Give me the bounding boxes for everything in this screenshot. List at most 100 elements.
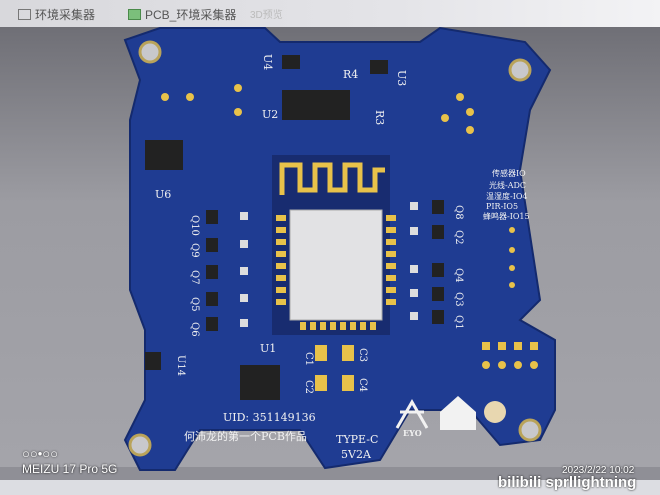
svg-text:Q9: Q9 — [189, 243, 200, 258]
mounting-holes — [128, 40, 542, 457]
svg-text:Q10: Q10 — [189, 215, 200, 236]
esp-pad — [386, 263, 396, 269]
esp-pad — [300, 322, 306, 330]
svg-text:Q7: Q7 — [189, 270, 200, 285]
svg-text:C2: C2 — [303, 380, 314, 394]
svg-text:U1: U1 — [260, 342, 276, 355]
resistor — [410, 227, 418, 235]
svg-text:Q2: Q2 — [453, 230, 464, 245]
transistor — [432, 310, 444, 324]
header-pad — [161, 93, 169, 101]
capacitor — [342, 375, 354, 391]
header-pad — [509, 282, 515, 288]
header-pads — [161, 84, 538, 369]
capacitor — [315, 345, 327, 361]
esp-pad — [370, 322, 376, 330]
transistor — [432, 287, 444, 301]
svg-text:C4: C4 — [357, 378, 368, 392]
svg-text:EYO: EYO — [403, 428, 422, 438]
resistor — [410, 289, 418, 297]
svg-text:PIR-IO5: PIR-IO5 — [486, 202, 518, 211]
mascot-icon — [484, 401, 506, 423]
ic-u1 — [240, 365, 280, 400]
esp-pad — [386, 227, 396, 233]
transistor — [206, 210, 218, 224]
esp-pad — [330, 322, 336, 330]
ic-u3 — [370, 60, 388, 74]
esp-pad — [276, 299, 286, 305]
svg-text:C1: C1 — [303, 352, 314, 366]
transistor — [432, 225, 444, 239]
pcb-icon — [128, 9, 141, 20]
esp-pad — [350, 322, 356, 330]
svg-text:何沛龙的第一个PCB作品: 何沛龙的第一个PCB作品 — [184, 429, 307, 443]
header-pad — [514, 342, 522, 350]
esp-pad — [386, 287, 396, 293]
header-pad — [509, 247, 515, 253]
svg-text:U6: U6 — [155, 188, 171, 201]
header-pad — [509, 265, 515, 271]
esp-pad — [386, 215, 396, 221]
header-pad — [234, 84, 242, 92]
transistor — [206, 265, 218, 279]
resistor — [410, 202, 418, 210]
esp-pad — [360, 322, 366, 330]
tab-3d-preview[interactable]: 3D预览 — [250, 10, 283, 21]
esp-pad — [340, 322, 346, 330]
ic-u14 — [145, 352, 161, 370]
header-pad — [456, 93, 464, 101]
esp-pad — [276, 227, 286, 233]
header-pad — [498, 342, 506, 350]
esp-pad — [386, 251, 396, 257]
svg-text:R4: R4 — [343, 68, 358, 81]
header-pad — [482, 361, 490, 369]
svg-text:光线-ADC: 光线-ADC — [489, 180, 526, 190]
camera-indicator: ○○•○○ — [22, 446, 58, 461]
header-pad — [482, 342, 490, 350]
transistor — [432, 200, 444, 214]
header-pad — [441, 114, 449, 122]
tab-schematic[interactable]: 环境采集器 — [18, 6, 95, 23]
resistor — [240, 294, 248, 302]
esp-pad — [276, 239, 286, 245]
esp-pad — [276, 263, 286, 269]
home-logo-icon — [440, 396, 476, 430]
taskbar — [0, 480, 660, 495]
esp-pad — [276, 275, 286, 281]
svg-text:R3: R3 — [373, 110, 386, 125]
esp-module-shield — [289, 209, 383, 321]
resistor — [410, 312, 418, 320]
svg-text:TYPE-C: TYPE-C — [336, 433, 378, 446]
svg-text:U4: U4 — [261, 54, 274, 70]
header-pad — [466, 108, 474, 116]
tab-bar: 环境采集器 PCB_环境采集器 3D预览 — [0, 0, 660, 27]
ic-u4 — [282, 55, 300, 69]
header-pad — [466, 126, 474, 134]
svg-text:U2: U2 — [262, 108, 278, 121]
svg-text:5V2A: 5V2A — [341, 448, 372, 461]
transistor — [206, 317, 218, 331]
svg-text:Q4: Q4 — [453, 268, 464, 283]
svg-text:蜂鸣器-IO15: 蜂鸣器-IO15 — [483, 211, 530, 221]
header-pad — [530, 342, 538, 350]
folder-icon — [18, 9, 31, 20]
esp-pad — [310, 322, 316, 330]
svg-text:Q6: Q6 — [189, 322, 200, 337]
device-watermark: MEIZU 17 Pro 5G — [22, 462, 118, 476]
tab-pcb[interactable]: PCB_环境采集器 — [128, 6, 236, 23]
ic-u2 — [282, 90, 350, 120]
transistor — [206, 238, 218, 252]
header-pad — [530, 361, 538, 369]
esp-pad — [320, 322, 326, 330]
header-pad — [498, 361, 506, 369]
header-pad — [509, 227, 515, 233]
resistor — [240, 319, 248, 327]
transistor — [432, 263, 444, 277]
svg-text:C3: C3 — [357, 348, 368, 362]
svg-text:UID: 351149136: UID: 351149136 — [223, 411, 316, 424]
resistor — [240, 240, 248, 248]
capacitor — [315, 375, 327, 391]
svg-text:传感器IO: 传感器IO — [492, 168, 526, 178]
resistor — [240, 212, 248, 220]
